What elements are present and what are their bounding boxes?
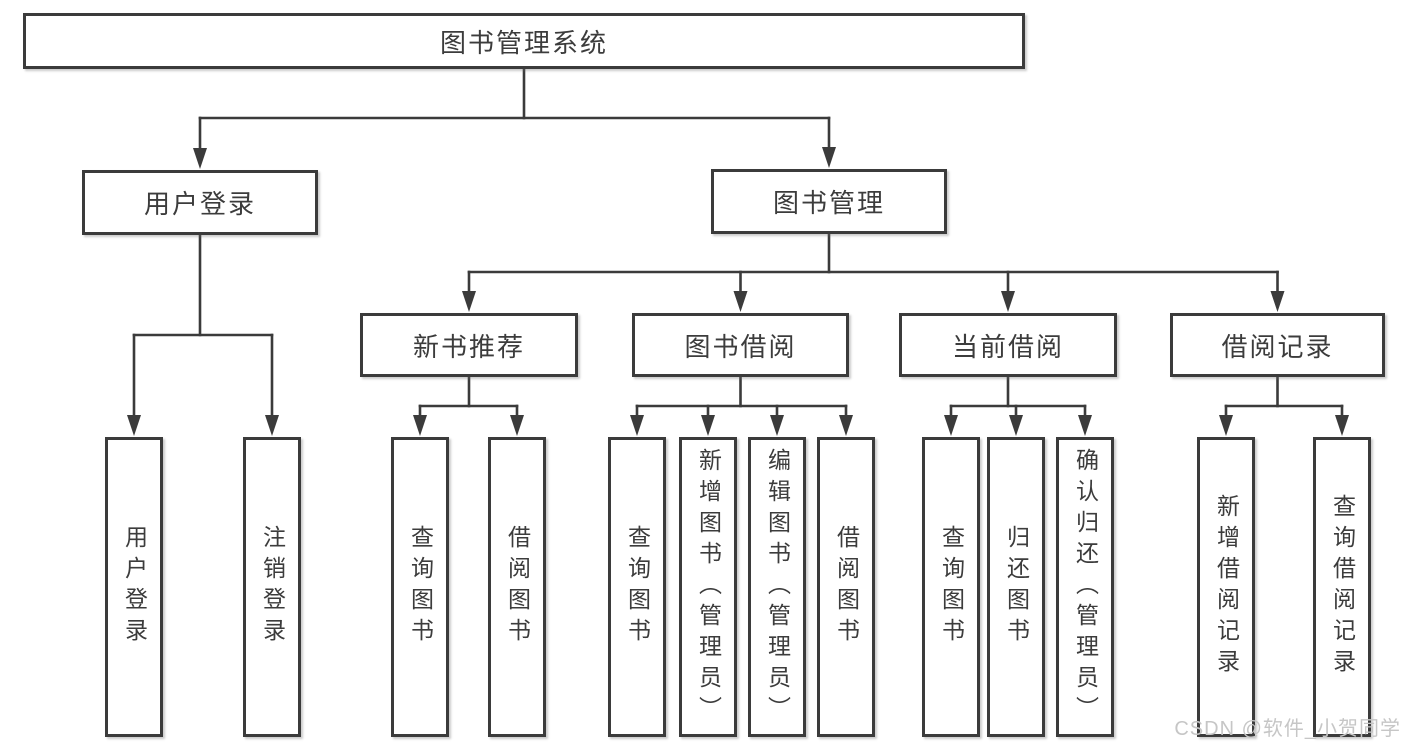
node-leaf-query-books-1: 查询图书 [391,437,449,737]
arrowhead-icon [462,291,476,312]
arrowhead-icon [1270,291,1285,312]
node-leaf-edit-books: 编辑图书（管理员） [748,437,806,737]
arrowhead-icon [127,415,141,436]
node-leaf-return-books: 归还图书 [987,437,1045,737]
node-leaf-logout: 注销登录 [243,437,301,737]
arrowhead-icon [701,415,715,436]
arrowhead-icon [413,415,427,436]
arrowhead-icon [839,415,853,436]
node-system: 图书管理系统 [23,13,1025,69]
arrowhead-icon [770,415,784,436]
node-leaf-query-books-2: 查询图书 [608,437,666,737]
arrowhead-icon [944,415,958,436]
node-book-borrowing: 图书借阅 [632,313,849,377]
arrowhead-icon [1009,415,1023,436]
node-leaf-borrow-books-1: 借阅图书 [488,437,546,737]
arrowhead-icon [1001,291,1015,312]
node-leaf-add-borrow-record: 新增借阅记录 [1197,437,1255,737]
arrowhead-icon [630,415,644,436]
arrowhead-icon [193,148,207,169]
node-user-login: 用户登录 [82,170,318,235]
node-book-management: 图书管理 [711,169,947,234]
node-leaf-query-books-3: 查询图书 [922,437,980,737]
arrowhead-icon [733,291,748,312]
node-borrow-records: 借阅记录 [1170,313,1385,377]
arrowhead-icon [1335,415,1349,436]
arrowhead-icon [1219,415,1233,436]
node-new-book-recommend: 新书推荐 [360,313,578,377]
node-leaf-user-login: 用户登录 [105,437,163,737]
node-leaf-confirm-return: 确认归还（管理员） [1056,437,1114,737]
node-leaf-borrow-books-2: 借阅图书 [817,437,875,737]
node-leaf-query-borrow-record: 查询借阅记录 [1313,437,1371,737]
arrowhead-icon [265,415,279,436]
arrowhead-icon [1078,415,1092,436]
node-current-borrowing: 当前借阅 [899,313,1117,377]
arrowhead-icon [822,147,836,168]
arrowhead-icon [510,415,524,436]
node-leaf-add-books: 新增图书（管理员） [679,437,737,737]
watermark: CSDN @软件_小贺同学 [1174,718,1401,740]
